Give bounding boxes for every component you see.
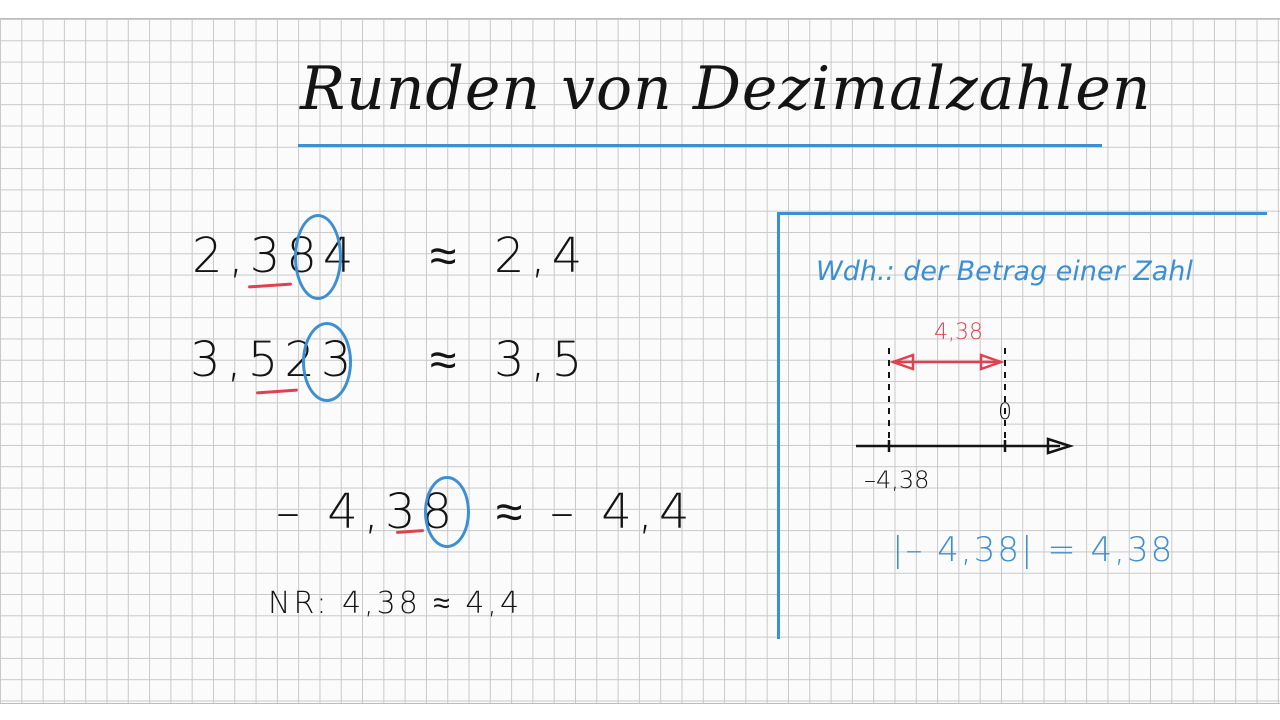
example-2-result: 3,5 [494, 332, 589, 388]
note-box-top-border [777, 212, 1267, 215]
title-underline [298, 144, 1102, 147]
zero-label: 0 [998, 400, 1012, 425]
distance-arrow-right-head [979, 353, 1005, 371]
distance-label: 4,38 [934, 320, 983, 345]
example-1-result: 2,4 [494, 228, 589, 284]
example-1-approx: ≈ [430, 228, 463, 284]
grid-paper [0, 18, 1280, 704]
note-heading: Wdh.: der Betrag einer Zahl [816, 256, 1193, 287]
example-3-result: – 4,4 [550, 484, 696, 540]
note-box-left-border [777, 212, 780, 639]
example-3-circle [424, 476, 470, 548]
page-title: Runden von Dezimalzahlen [300, 54, 1152, 124]
example-2-approx: ≈ [430, 332, 463, 388]
example-3-approx: ≈ [496, 484, 529, 540]
neg-label: –4,38 [864, 466, 930, 494]
absolute-value-formula: |– 4,38| = 4,38 [892, 530, 1175, 570]
example-1-circle [294, 214, 342, 300]
distance-arrow-left-head [889, 353, 915, 371]
side-calculation: NR: 4,38 ≈ 4,4 [268, 586, 523, 621]
number-line-arrowhead [1046, 437, 1075, 455]
example-2-circle [302, 322, 352, 402]
